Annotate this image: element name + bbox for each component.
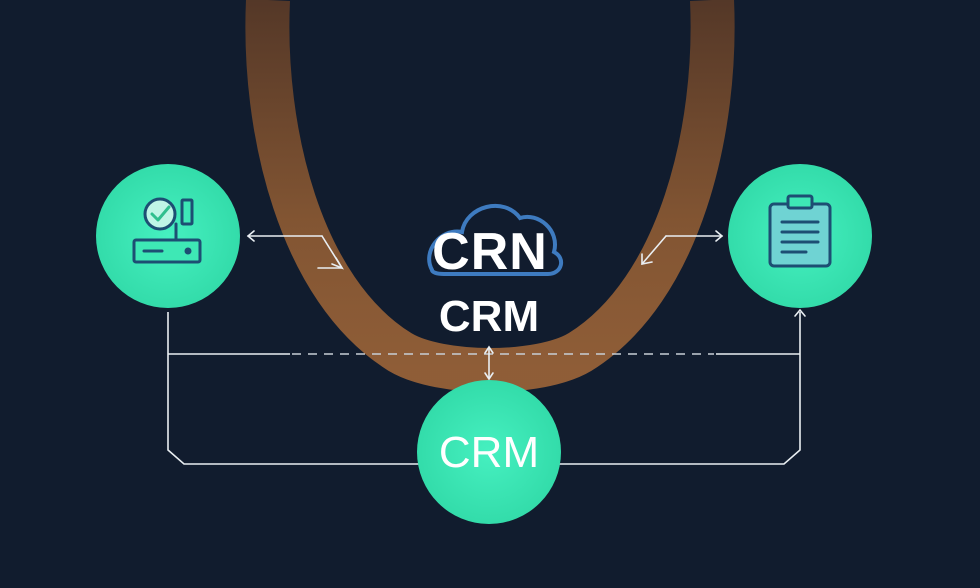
- logo-caption: CRM: [438, 292, 540, 341]
- logo-wordmark: CRN: [432, 223, 548, 281]
- left-node[interactable]: [96, 164, 240, 308]
- left-connector: [167, 312, 420, 465]
- right-node[interactable]: [728, 164, 872, 308]
- connector-lines: [167, 312, 801, 465]
- brown-loop: [245, 0, 735, 392]
- server-check-icon: [132, 197, 202, 264]
- cloud-icon: [427, 203, 564, 276]
- right-connector: [556, 312, 801, 465]
- bottom-crm-node[interactable]: [417, 380, 561, 524]
- clipboard-document-icon: [768, 194, 832, 268]
- bottom-node-label: CRM: [438, 428, 540, 477]
- arrows: [246, 230, 806, 381]
